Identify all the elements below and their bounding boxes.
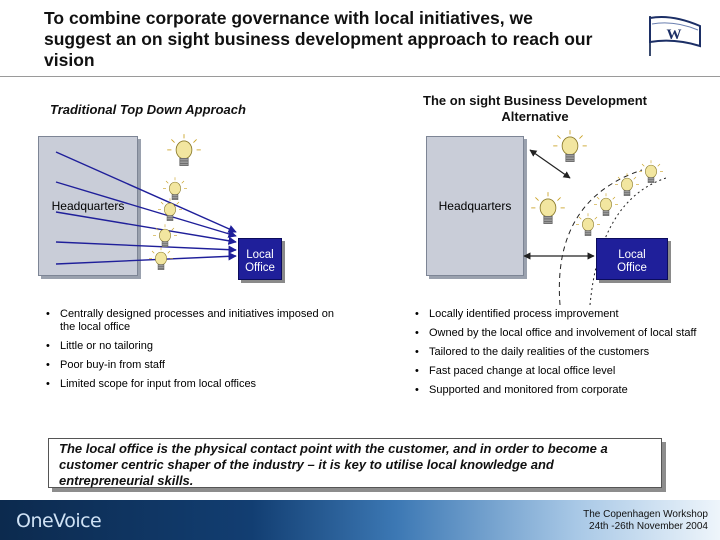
- lightbulb-icon: [614, 172, 640, 197]
- right-bullet-list: Locally identified process improvement O…: [413, 308, 713, 403]
- lightbulb-icon: [152, 223, 178, 248]
- list-item: Supported and monitored from corporate: [413, 384, 713, 397]
- event-dates: 24th -26th November 2004: [589, 521, 708, 532]
- list-item: Owned by the local office and involvemen…: [413, 327, 713, 340]
- company-logo: W: [644, 12, 706, 65]
- lightbulb-icon: [162, 176, 188, 201]
- lightbulb-icon: [638, 159, 664, 184]
- footer-banner: OneVoice The Copenhagen Workshop 24th -2…: [0, 500, 720, 540]
- right-panel-subtitle: The on sight Business Development Altern…: [400, 93, 670, 125]
- right-office-line2: Office: [617, 262, 647, 274]
- title-divider: [0, 76, 720, 77]
- lightbulb-icon: [157, 197, 183, 222]
- logo-letter: W: [667, 27, 682, 43]
- list-item: Centrally designed processes and initiat…: [44, 308, 334, 334]
- list-item: Poor buy-in from staff: [44, 359, 334, 372]
- brand-logo: OneVoice: [16, 510, 102, 532]
- right-subtitle-line1: The on sight Business Development: [423, 93, 647, 108]
- right-subtitle-line2: Alternative: [501, 109, 569, 124]
- left-office-line2: Office: [245, 262, 275, 274]
- lightbulb-icon: [530, 191, 566, 225]
- list-item: Tailored to the daily realities of the c…: [413, 346, 713, 359]
- left-local-office-box: Local Office: [238, 238, 282, 280]
- event-name: The Copenhagen Workshop: [583, 509, 708, 520]
- list-item: Fast paced change at local office level: [413, 365, 713, 378]
- lightbulb-icon: [593, 192, 619, 217]
- right-headquarters-label: Headquarters: [438, 199, 512, 213]
- lightbulb-icon: [166, 133, 202, 167]
- lightbulb-icon: [552, 129, 588, 163]
- event-info: The Copenhagen Workshop 24th -26th Novem…: [583, 509, 708, 533]
- callout-text: The local office is the physical contact…: [59, 441, 608, 488]
- right-headquarters-box: Headquarters: [426, 136, 524, 276]
- left-headquarters-label: Headquarters: [51, 199, 125, 213]
- left-bullet-list: Centrally designed processes and initiat…: [44, 308, 334, 397]
- slide-title: To combine corporate governance with loc…: [44, 8, 593, 70]
- left-panel-subtitle: Traditional Top Down Approach: [50, 102, 246, 117]
- right-local-office-box: Local Office: [596, 238, 668, 280]
- list-item: Locally identified process improvement: [413, 308, 713, 321]
- list-item: Limited scope for input from local offic…: [44, 378, 334, 391]
- list-item: Little or no tailoring: [44, 340, 334, 353]
- right-office-line1: Local: [618, 249, 646, 261]
- key-message-callout: The local office is the physical contact…: [48, 438, 662, 488]
- left-office-line1: Local: [246, 249, 274, 261]
- lightbulb-icon: [575, 212, 601, 237]
